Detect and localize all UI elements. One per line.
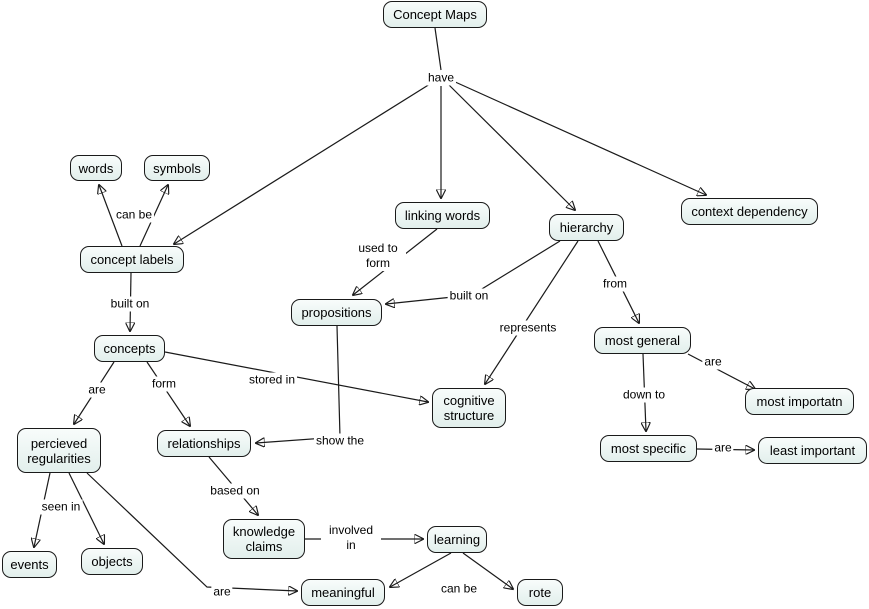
- link-label-are-1[interactable]: are: [86, 382, 108, 398]
- node-events[interactable]: events: [2, 551, 57, 578]
- node-symbols[interactable]: symbols: [144, 155, 210, 181]
- node-meaningful[interactable]: meaningful: [301, 579, 385, 606]
- node-least-important[interactable]: least important: [758, 437, 867, 464]
- node-concepts[interactable]: concepts: [94, 335, 165, 362]
- edge-percieved-to-meaningful: [86, 472, 297, 591]
- node-most-specific[interactable]: most specific: [600, 435, 697, 462]
- edge-concept-labels-to-words: [99, 185, 123, 247]
- edge-have-to-concept-labels: [174, 83, 431, 244]
- edge-have-to-context-dependency: [452, 80, 706, 195]
- node-hierarchy[interactable]: hierarchy: [549, 214, 624, 241]
- link-label-are-4[interactable]: are: [211, 584, 233, 600]
- node-concept-labels[interactable]: concept labels: [80, 246, 184, 273]
- link-label-based-on[interactable]: based on: [208, 483, 262, 499]
- link-label-have[interactable]: have: [425, 70, 457, 86]
- link-label-down-to[interactable]: down to: [620, 387, 668, 403]
- link-label-show-the[interactable]: show the: [313, 433, 367, 449]
- link-label-built-on-1[interactable]: built on: [108, 296, 152, 312]
- node-percieved-regularities[interactable]: percieved regularities: [17, 428, 101, 473]
- edge-most-general-to-most-importatn: [687, 353, 755, 389]
- link-label-form[interactable]: form: [150, 376, 178, 392]
- link-label-represents[interactable]: represents: [497, 320, 559, 336]
- link-label-used-to-form[interactable]: used to form: [350, 241, 406, 271]
- edge-learning-to-rote: [462, 552, 513, 589]
- node-linking-words[interactable]: linking words: [395, 202, 490, 229]
- node-cognitive-structure[interactable]: cognitive structure: [432, 388, 506, 428]
- link-label-are-3[interactable]: are: [712, 440, 734, 456]
- link-label-stored-in[interactable]: stored in: [246, 372, 298, 388]
- edge-percieved-to-objects: [68, 472, 104, 544]
- edge-learning-to-meaningful: [390, 552, 452, 587]
- node-knowledge-claims[interactable]: knowledge claims: [223, 519, 305, 559]
- node-rote[interactable]: rote: [517, 579, 563, 606]
- node-words[interactable]: words: [70, 155, 122, 181]
- link-label-are-2[interactable]: are: [702, 354, 724, 370]
- link-label-built-on-2[interactable]: built on: [447, 288, 491, 304]
- link-label-can-be-2[interactable]: can be: [438, 581, 480, 597]
- link-label-seen-in[interactable]: seen in: [39, 499, 83, 515]
- edge-hierarchy-to-cognitive-structure: [485, 240, 579, 384]
- edge-concepts-to-relationships: [146, 361, 190, 426]
- link-label-can-be-1[interactable]: can be: [113, 207, 155, 223]
- node-concept-maps[interactable]: Concept Maps: [383, 1, 487, 28]
- node-most-general[interactable]: most general: [594, 327, 691, 354]
- node-objects[interactable]: objects: [81, 548, 143, 575]
- node-learning[interactable]: learning: [427, 526, 487, 553]
- edge-have-to-hierarchy: [447, 83, 575, 210]
- link-label-involved-in[interactable]: involved in: [321, 523, 381, 553]
- link-label-from[interactable]: from: [601, 276, 629, 292]
- node-relationships[interactable]: relationships: [157, 430, 251, 457]
- node-propositions[interactable]: propositions: [291, 299, 382, 326]
- node-context-dependency[interactable]: context dependency: [681, 198, 818, 225]
- node-most-importatn[interactable]: most importatn: [745, 388, 854, 415]
- edge-conceptmaps-have-stem: [434, 27, 442, 71]
